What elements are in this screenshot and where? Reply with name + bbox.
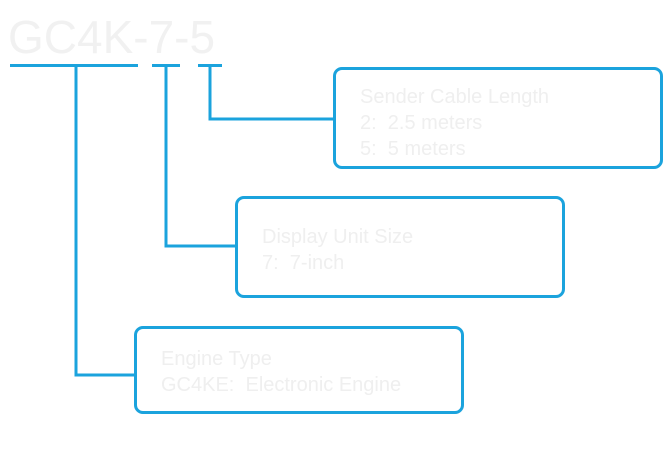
leader-engine bbox=[74, 65, 134, 377]
callout-display-unit-size: Display Unit Size 7: 7-inch bbox=[235, 196, 565, 298]
callout-option: 7: 7-inch bbox=[262, 252, 345, 274]
leader-size bbox=[164, 65, 235, 248]
callout-sender-cable-length: Sender Cable Length 2: 2.5 meters 5: 5 m… bbox=[333, 67, 663, 169]
callout-title: Sender Cable Length bbox=[360, 86, 550, 108]
callout-engine-type: Engine Type GC4KE: Electronic Engine bbox=[134, 326, 464, 414]
callout-title: Engine Type bbox=[161, 348, 272, 370]
model-code-title: GC4K-7-5 bbox=[8, 11, 216, 63]
callout-option: 2: 2.5 meters bbox=[360, 112, 483, 134]
callout-option: 5: 5 meters bbox=[360, 138, 466, 160]
callout-title: Display Unit Size bbox=[262, 226, 414, 248]
callout-option: GC4KE: Electronic Engine bbox=[161, 374, 402, 396]
leader-cable bbox=[208, 65, 333, 121]
